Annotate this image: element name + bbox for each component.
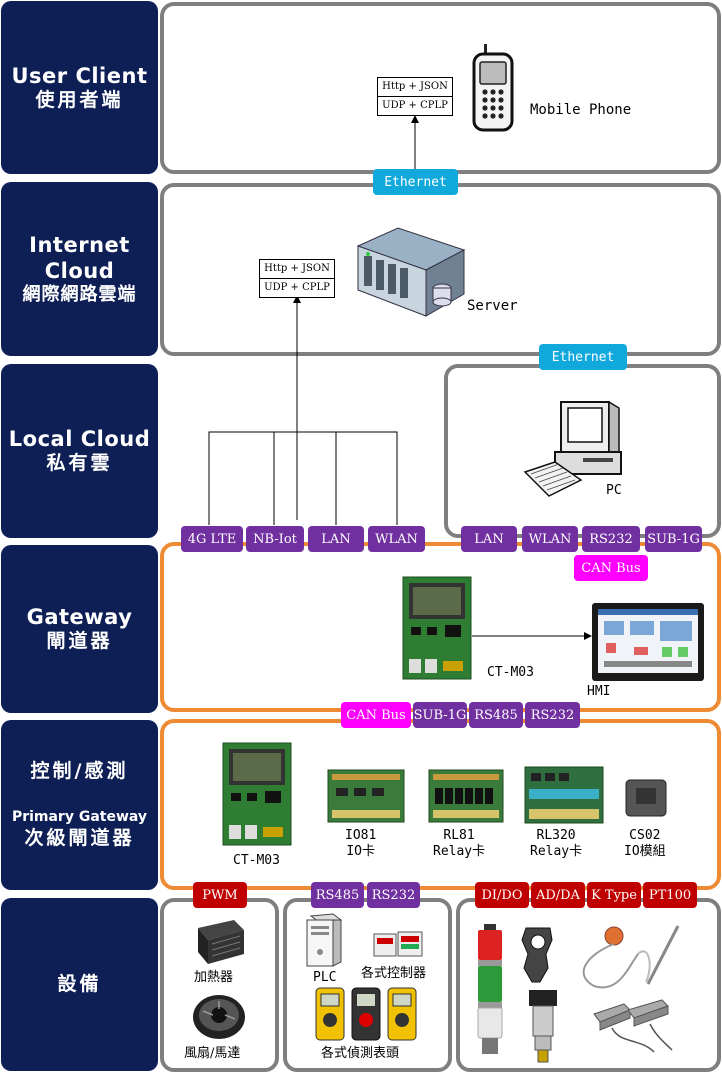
pressure-sensor-icon — [529, 990, 557, 1063]
tag-ethernet-cloud: Ethernet — [539, 344, 627, 370]
tag-ethernet-user: Ethernet — [373, 169, 458, 195]
tag-nb-iot: NB-Iot — [246, 526, 304, 552]
tag-ad-da: AD/DA — [531, 882, 585, 908]
tag-rs485-control: RS485 — [311, 882, 364, 908]
pc-label: PC — [606, 483, 622, 498]
tower-light-icon — [477, 924, 503, 1054]
ct-m03-gateway-label: CT-M03 — [487, 665, 534, 680]
protocol-http-json: Http + JSON — [382, 81, 448, 92]
tag-wlan-left: WLAN — [368, 526, 425, 552]
io81-sub: IO卡 — [346, 844, 375, 860]
plc-icon — [306, 913, 343, 967]
cs02-name: CS02 — [629, 828, 661, 843]
tag-pwm: PWM — [193, 882, 247, 908]
plc-label: PLC — [313, 970, 337, 985]
controllers-icon — [373, 931, 423, 957]
protocol-http-json: Http + JSON — [264, 263, 330, 274]
tag-rs485-gateway: RS485 — [469, 702, 523, 728]
protocol-box-user: Http + JSON UDP + CPLP — [377, 77, 453, 116]
pc-icon — [523, 400, 622, 497]
ct-m03-control-label: CT-M03 — [233, 853, 280, 868]
tag-wlan-right: WLAN — [522, 526, 578, 552]
fan-motor-icon — [193, 995, 245, 1039]
current-clamp-icon — [521, 927, 553, 983]
hmi-label: HMI — [587, 684, 611, 699]
hmi-icon — [592, 603, 704, 681]
rl320-name: RL320 — [536, 828, 576, 843]
server-icon — [356, 227, 466, 317]
layer-equipment-zh: 設備 — [57, 972, 102, 995]
layer-control-zh2: 次級閘道器 — [24, 826, 135, 849]
cs02-module-icon — [625, 779, 667, 817]
layer-control: 控制/感測 Primary Gateway 次級閘道器 — [1, 720, 158, 890]
ct-m03-control-board-icon — [222, 742, 292, 846]
tag-sub1g-gateway: SUB-1G — [413, 702, 467, 728]
io81-label: IO81 IO卡 — [345, 828, 376, 861]
tag-rs232-control: RS232 — [367, 882, 420, 908]
reed-switch-icon — [593, 999, 673, 1053]
tag-can-bus-gateway: CAN Bus — [341, 702, 411, 728]
layer-local-cloud-zh: 私有雲 — [46, 452, 113, 475]
layer-internet-cloud-en2: Cloud — [44, 258, 115, 283]
layer-user-client: User Client 使用者端 — [1, 1, 158, 174]
meters-icon — [315, 987, 417, 1041]
tag-rs232-gateway: RS232 — [525, 702, 580, 728]
tag-lan-right: LAN — [461, 526, 517, 552]
rl81-sub: Relay卡 — [433, 844, 486, 860]
layer-gateway-zh: 閘道器 — [46, 630, 113, 653]
layer-control-en: Primary Gateway — [11, 809, 148, 826]
ct-m03-board-icon — [402, 576, 472, 680]
heater-icon — [198, 920, 244, 964]
heater-label: 加熱器 — [194, 970, 234, 985]
layer-local-cloud: Local Cloud 私有雲 — [1, 364, 158, 538]
layer-gateway: Gateway 閘道器 — [1, 545, 158, 713]
layer-equipment: 設備 — [1, 898, 158, 1071]
rl81-label: RL81 Relay卡 — [433, 828, 485, 861]
layer-internet-cloud: Internet Cloud 網際網路雲端 — [1, 182, 158, 356]
thermocouple-icon — [582, 925, 680, 989]
rl320-label: RL320 Relay卡 — [530, 828, 582, 861]
tag-sub1g-local: SUB-1G — [645, 526, 702, 552]
layer-local-cloud-en: Local Cloud — [8, 427, 151, 451]
tag-can-bus-local: CAN Bus — [574, 555, 648, 581]
tag-lan-left: LAN — [308, 526, 364, 552]
local-bus-line — [208, 431, 398, 525]
tag-k-type: K Type — [587, 882, 641, 908]
rl81-board-icon — [428, 769, 504, 823]
tag-4g-lte: 4G LTE — [181, 526, 243, 552]
tag-rs232-local: RS232 — [582, 526, 640, 552]
io81-board-icon — [327, 769, 405, 823]
protocol-udp-cplp: UDP + CPLP — [260, 278, 334, 297]
controllers-label: 各式控制器 — [361, 966, 427, 981]
layer-internet-cloud-zh: 網際網路雲端 — [22, 284, 137, 305]
layer-gateway-en: Gateway — [26, 605, 133, 629]
fan-motor-label: 風扇/馬達 — [184, 1046, 241, 1061]
io81-name: IO81 — [345, 828, 377, 843]
layer-user-client-en: User Client — [11, 63, 148, 88]
layer-internet-cloud-en1: Internet — [29, 232, 130, 257]
layer-user-client-zh: 使用者端 — [35, 88, 124, 111]
cs02-sub: IO模組 — [624, 844, 666, 860]
cs02-label: CS02 IO模組 — [624, 828, 666, 861]
rl320-sub: Relay卡 — [530, 844, 583, 860]
mobile-phone-icon — [472, 44, 514, 132]
server-label: Server — [467, 298, 518, 314]
meters-label: 各式偵測表頭 — [321, 1046, 400, 1061]
rl320-board-icon — [524, 766, 604, 824]
tag-di-do: DI/DO — [475, 882, 529, 908]
layer-control-zh1: 控制/感測 — [30, 759, 129, 782]
protocol-udp-cplp: UDP + CPLP — [378, 96, 452, 115]
rl81-name: RL81 — [443, 828, 475, 843]
mobile-phone-label: Mobile Phone — [530, 102, 632, 118]
tag-pt100: PT100 — [643, 882, 697, 908]
protocol-box-server: Http + JSON UDP + CPLP — [259, 259, 335, 298]
